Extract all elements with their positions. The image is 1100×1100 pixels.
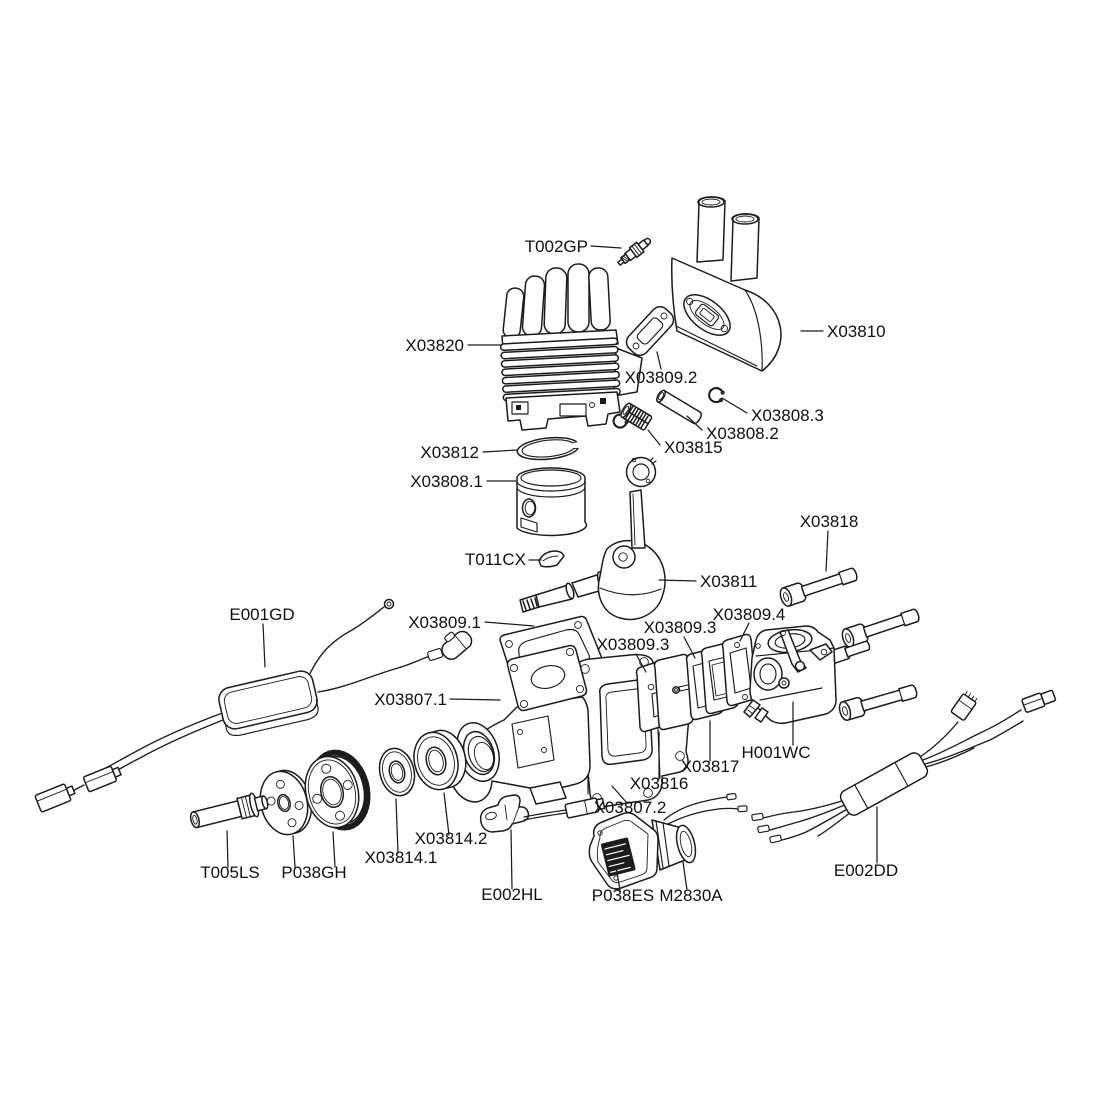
part-label-x03818: X03818: [800, 512, 859, 531]
motor-wire-tip-1: [726, 792, 737, 801]
spark-plug-boot: [441, 630, 473, 661]
part-label-e002dd: E002DD: [834, 861, 898, 880]
part-label-x03814-1: X03814.1: [365, 848, 438, 867]
part-label-x03811: X03811: [700, 572, 757, 591]
part-label-t002gp: T002GP: [525, 237, 588, 256]
part-label-x03809-1: X03809.1: [408, 613, 481, 632]
part-label-p038es: P038ES: [592, 886, 654, 905]
starter-sticker: [600, 837, 636, 877]
ignition-connector-b: [34, 783, 76, 813]
part-bearing-large: [413, 729, 467, 791]
part-starter-motor: [651, 792, 748, 871]
bolt-1: [779, 567, 858, 607]
muffler-exhaust-flange: [683, 294, 731, 336]
part-bolt-set: [779, 567, 920, 721]
bolt-2: [841, 608, 920, 648]
part-label-x03808-1: X03808.1: [410, 472, 483, 491]
part-prop-bolt: [189, 792, 269, 829]
part-label-e002hl: E002HL: [481, 885, 542, 904]
connecting-rod: [625, 456, 657, 549]
kill-wire-ring: [383, 598, 395, 610]
part-label-x03809-3b: X03809.3: [597, 635, 670, 654]
part-cylinder: [499, 263, 643, 431]
crankcase-bearing-bore: [456, 722, 500, 782]
part-label-x03810: X03810: [827, 322, 886, 341]
part-piston-pin: [656, 389, 702, 425]
part-woodruff-key: [538, 550, 565, 568]
part-crankshaft: [519, 456, 666, 620]
part-crankcase-front: [447, 644, 591, 805]
part-label-x03809-4: X03809.4: [713, 605, 786, 624]
part-label-p038gh: P038GH: [281, 863, 346, 882]
part-label-t005ls: T005LS: [200, 863, 260, 882]
harness-plug-connector: [1021, 689, 1057, 713]
part-mount-clip: [479, 794, 606, 833]
part-label-x03809-2: X03809.2: [625, 368, 698, 387]
part-labels: T002GP X03820 X03810 X03809.2 X03808.3 X…: [200, 237, 898, 905]
ignition-box: [218, 670, 319, 737]
harness-sleeve: [839, 752, 929, 816]
part-label-x03817: X03817: [681, 757, 740, 776]
bolt-4: [838, 684, 918, 721]
part-label-m2830a: M2830A: [659, 886, 723, 905]
cylinder-fins: [499, 337, 621, 402]
part-muffler: [671, 196, 782, 372]
part-label-x03814-2: X03814.2: [415, 829, 488, 848]
ignition-connector-a: [82, 765, 122, 793]
part-label-e001gd: E001GD: [229, 605, 294, 624]
part-bearing-small: [378, 747, 416, 797]
part-label-x03807-2: X03807.2: [594, 798, 667, 817]
part-circlip-right: [708, 387, 725, 404]
leader-lines: [226, 245, 878, 891]
part-spark-plug: [617, 237, 652, 266]
part-carburetor: [743, 625, 837, 725]
part-label-x03807-1: X03807.1: [374, 690, 447, 709]
part-label-x03808-2: X03808.2: [706, 424, 779, 443]
cylinder-head-fins: [502, 263, 611, 339]
carburetor-throttle-arm: [779, 629, 833, 673]
part-piston-ring: [516, 436, 579, 461]
part-label-x03809-3a: X03809.3: [644, 618, 717, 637]
part-label-x03812: X03812: [420, 443, 479, 462]
part-label-x03820: X03820: [405, 336, 464, 355]
part-ignition-module: [34, 598, 473, 813]
part-label-t011cx: T011CX: [465, 550, 526, 569]
harness-4pin-connector: [950, 691, 978, 721]
part-label-x03816: X03816: [630, 774, 689, 793]
part-label-h001wc: H001WC: [742, 743, 811, 762]
part-starter-housing: [588, 812, 659, 890]
motor-wire-tip-2: [737, 805, 748, 813]
muffler-pipes: [696, 196, 760, 282]
part-harness: [751, 689, 1057, 844]
part-label-x03808-3: X03808.3: [751, 406, 824, 425]
part-needle-bearing: [620, 402, 653, 431]
part-hub-gear: [304, 749, 371, 831]
part-piston: [516, 467, 588, 537]
part-exhaust-gasket: [625, 306, 675, 356]
clip-lead-connector: [564, 797, 606, 819]
part-label-x03815: X03815: [664, 438, 723, 457]
